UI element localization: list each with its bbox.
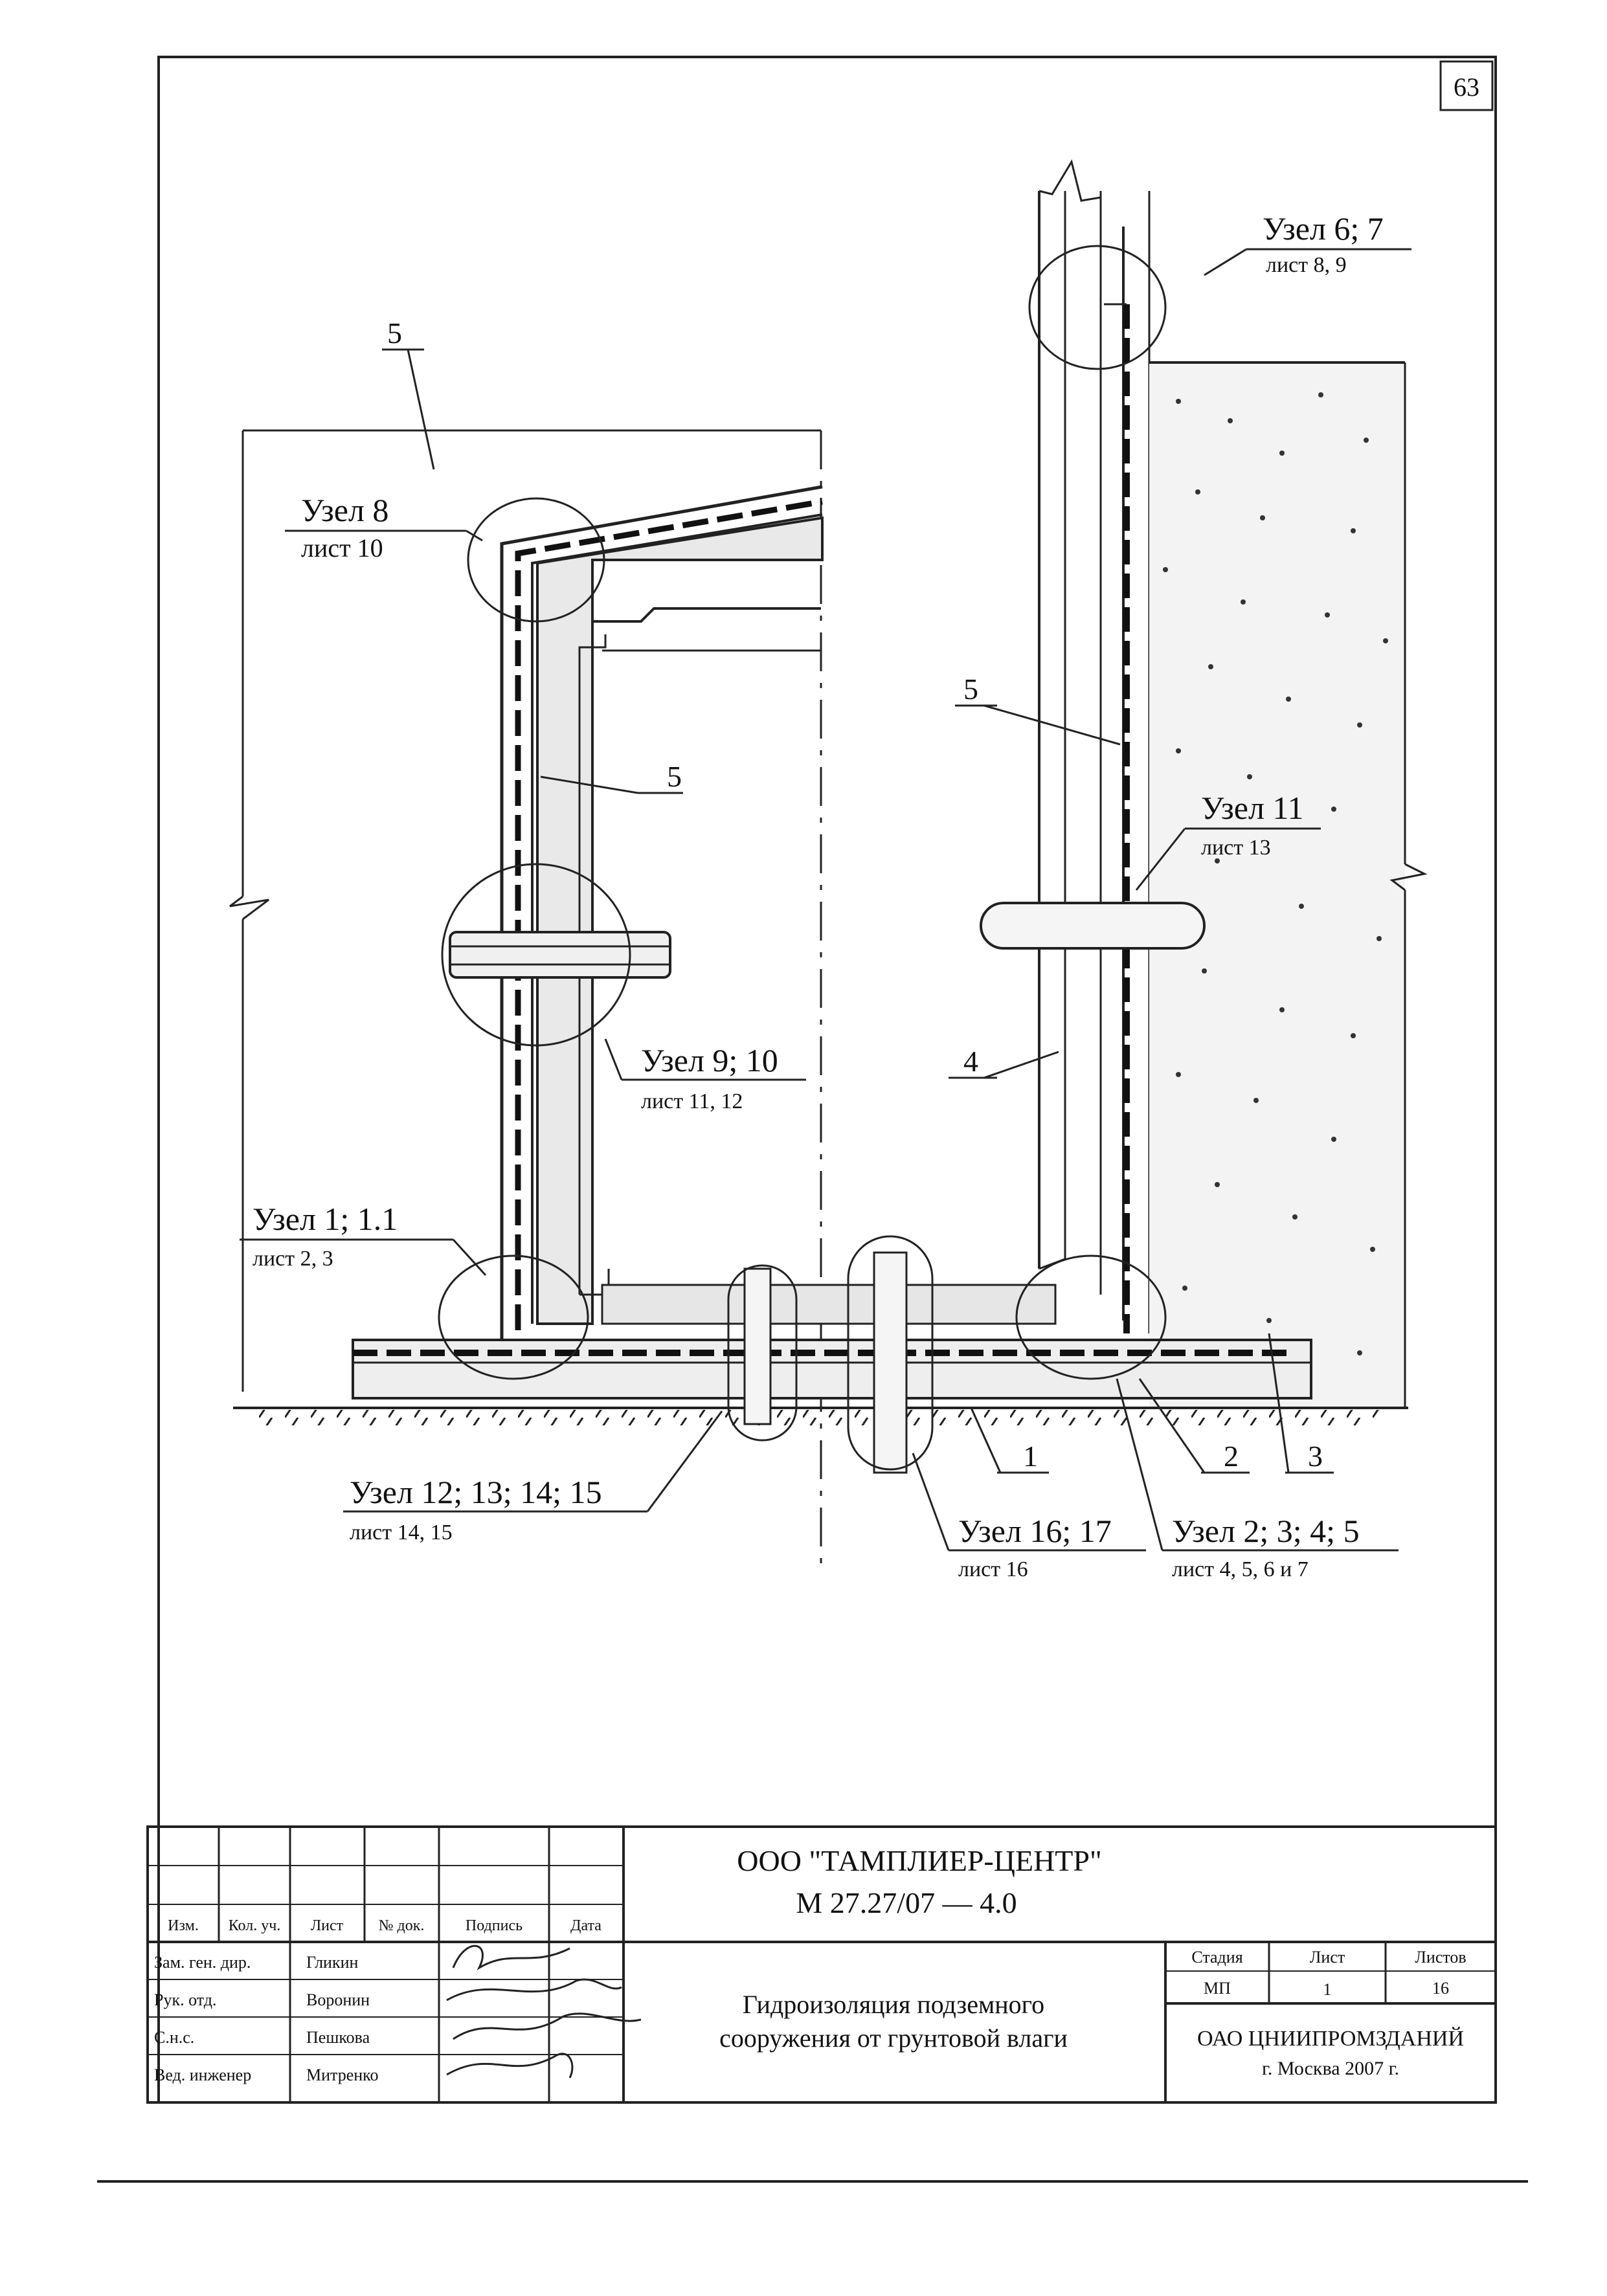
organization-name: ОАО ЦНИИПРОМЗДАНИЙ — [1197, 2027, 1464, 2051]
header-sign: Подпись — [466, 1917, 523, 1934]
marker-5-right: 5 — [963, 673, 978, 706]
marker-5-top: 5 — [387, 317, 402, 350]
callout-title: Узел 8 — [301, 492, 388, 528]
callout-ref: лист 10 — [301, 533, 383, 563]
sheet-number: 63 — [1454, 72, 1479, 102]
staff-name: Митренко — [306, 2066, 378, 2084]
drawing-title-line1: Гидроизоляция подземного — [743, 1990, 1044, 2019]
company-name: ООО "ТАМПЛИЕР-ЦЕНТР" — [737, 1844, 1102, 1877]
foundation — [233, 1251, 1408, 1474]
node-circles — [438, 245, 1167, 1471]
marker-2: 2 — [1224, 1440, 1239, 1473]
sheet-number-box: 63 — [1439, 60, 1494, 111]
sheets-value: 16 — [1432, 1979, 1449, 1998]
callout-title: Узел 9; 10 — [641, 1042, 778, 1078]
callout-title: Узел 16; 17 — [958, 1513, 1112, 1549]
staff-role: Вед. инженер — [154, 2066, 251, 2084]
leader-lines — [240, 248, 1411, 1552]
header-date: Дата — [570, 1917, 601, 1934]
staff-name: Пешкова — [306, 2028, 370, 2047]
callout-title: Узел 6; 7 — [1263, 210, 1384, 247]
sheet-header: Лист — [1310, 1948, 1345, 1967]
callout-ref: лист 14, 15 — [350, 1521, 453, 1544]
staff-role: Зам. ген. дир. — [154, 1953, 251, 1972]
stage-header: Стадия — [1191, 1948, 1242, 1967]
header-doc: № док. — [379, 1917, 425, 1934]
labels: 5 5 5 4 1 2 3 Узел 6; 7 лист 8, 9 Узел 8… — [253, 210, 1384, 1581]
callout-title: Узел 12; 13; 14; 15 — [350, 1474, 602, 1510]
callout-title: Узел 1; 1.1 — [253, 1201, 398, 1237]
organization-city-year: г. Москва 2007 г. — [1262, 2058, 1399, 2079]
marker-3: 3 — [1308, 1440, 1323, 1473]
sheet-value: 1 — [1323, 1980, 1332, 1999]
callout-ref: лист 11, 12 — [641, 1089, 743, 1113]
staff-name: Гликин — [306, 1953, 359, 1972]
right-structure — [980, 159, 1428, 1408]
staff-role: С.н.с. — [154, 2028, 194, 2047]
title-block — [146, 1825, 1497, 2104]
header-kol: Кол. уч. — [229, 1917, 281, 1934]
marker-5-mid: 5 — [667, 760, 682, 793]
sheets-header: Листов — [1415, 1948, 1466, 1967]
callout-title: Узел 11 — [1201, 790, 1304, 826]
title-block-text: ООО "ТАМПЛИЕР-ЦЕНТР" М 27.27/07 — 4.0 Из… — [154, 1844, 1467, 2084]
left-structure — [229, 429, 824, 1573]
staff-name: Воронин — [306, 1990, 370, 2009]
header-izm: Изм. — [168, 1917, 199, 1934]
document-code: М 27.27/07 — 4.0 — [796, 1886, 1017, 1919]
header-list: Лист — [311, 1917, 344, 1934]
callout-ref: лист 4, 5, 6 и 7 — [1172, 1557, 1309, 1581]
marker-4: 4 — [963, 1045, 978, 1078]
callout-title: Узел 2; 3; 4; 5 — [1172, 1513, 1360, 1549]
stage-value: МП — [1204, 1979, 1231, 1998]
drawing-title-line2: сооружения от грунтовой влаги — [719, 2023, 1068, 2053]
callout-ref: лист 13 — [1201, 836, 1271, 860]
callout-ref: лист 2, 3 — [253, 1247, 333, 1271]
callout-ref: лист 8, 9 — [1266, 253, 1347, 277]
callout-ref: лист 16 — [958, 1557, 1028, 1581]
staff-role: Рук. отд. — [154, 1990, 217, 2009]
marker-1: 1 — [1023, 1440, 1038, 1473]
